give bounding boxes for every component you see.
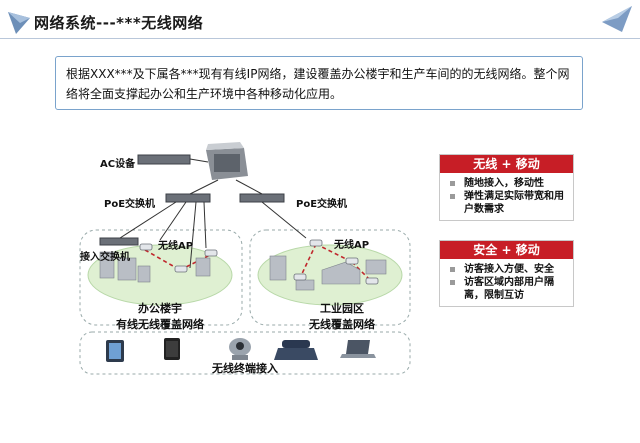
intro-text: 根据XXX***及下属各***现有有线IP网络，建设覆盖办公楼宇和生产车间的的无…: [66, 67, 570, 101]
office-zone-subtitle: 有线无线覆盖网络: [116, 318, 204, 331]
poe-switch-left-label: PoE交换机: [104, 199, 156, 210]
triangle-corner-icon: [602, 6, 632, 32]
list-item: 弹性满足实际带宽和用户数需求: [450, 190, 567, 216]
camera-icon: [229, 338, 251, 360]
office-zone-title: 办公楼宇: [138, 302, 182, 315]
list-item: 随地接入，移动性: [450, 177, 567, 190]
poe-switch-left-icon: [165, 193, 211, 203]
wireless-mobile-list: 随地接入，移动性 弹性满足实际带宽和用户数需求: [440, 173, 573, 220]
title-divider: [0, 38, 640, 39]
list-item: 访客接入方便、安全: [450, 263, 567, 276]
ac-device-icon: [137, 154, 191, 165]
terminals-label: 无线终端接入: [212, 362, 278, 375]
poe-switch-right-icon: [239, 193, 285, 203]
wireless-mobile-panel: 无线 + 移动 随地接入，移动性 弹性满足实际带宽和用户数需求: [439, 154, 574, 221]
office-zone-label: 办公楼宇 有线无线覆盖网络: [100, 300, 220, 332]
access-switch-label: 接入交换机: [80, 252, 130, 263]
core-router-icon: [206, 142, 248, 180]
triangle-logo-icon: [8, 12, 30, 34]
ap-icons-right: [293, 239, 379, 285]
terminal-zone: [79, 331, 411, 375]
park-buildings-icon: [269, 255, 387, 291]
security-mobile-panel: 安全 + 移动 访客接入方便、安全 访客区域内部用户隔离，限制互访: [439, 240, 574, 307]
intro-text-box: 根据XXX***及下属各***现有有线IP网络，建设覆盖办公楼宇和生产车间的的无…: [55, 56, 583, 110]
phone-icon: [164, 338, 180, 360]
ap-right-label: 无线AP: [334, 240, 370, 251]
security-mobile-panel-title: 安全 + 移动: [440, 241, 573, 259]
desk-phone-icon: [274, 340, 318, 360]
tablet-icon: [106, 340, 124, 362]
security-mobile-list: 访客接入方便、安全 访客区域内部用户隔离，限制互访: [440, 259, 573, 306]
poe-switch-right-label: PoE交换机: [296, 199, 348, 210]
wireless-mobile-panel-title: 无线 + 移动: [440, 155, 573, 173]
park-zone-title: 工业园区: [320, 302, 364, 315]
page-title: 网络系统---***无线网络: [34, 14, 204, 32]
access-switch-icon: [99, 237, 139, 246]
office-zone: [79, 229, 243, 326]
ap-icons-left: [139, 243, 218, 273]
laptop-icon: [340, 340, 376, 358]
park-zone-label: 工业园区 无线覆盖网络: [282, 300, 402, 332]
list-item: 访客区域内部用户隔离，限制互访: [450, 276, 567, 302]
ap-left-label: 无线AP: [158, 241, 194, 252]
office-buildings-icon: [99, 251, 211, 283]
park-zone-subtitle: 无线覆盖网络: [309, 318, 375, 331]
ac-device-label: AC设备: [100, 159, 136, 170]
